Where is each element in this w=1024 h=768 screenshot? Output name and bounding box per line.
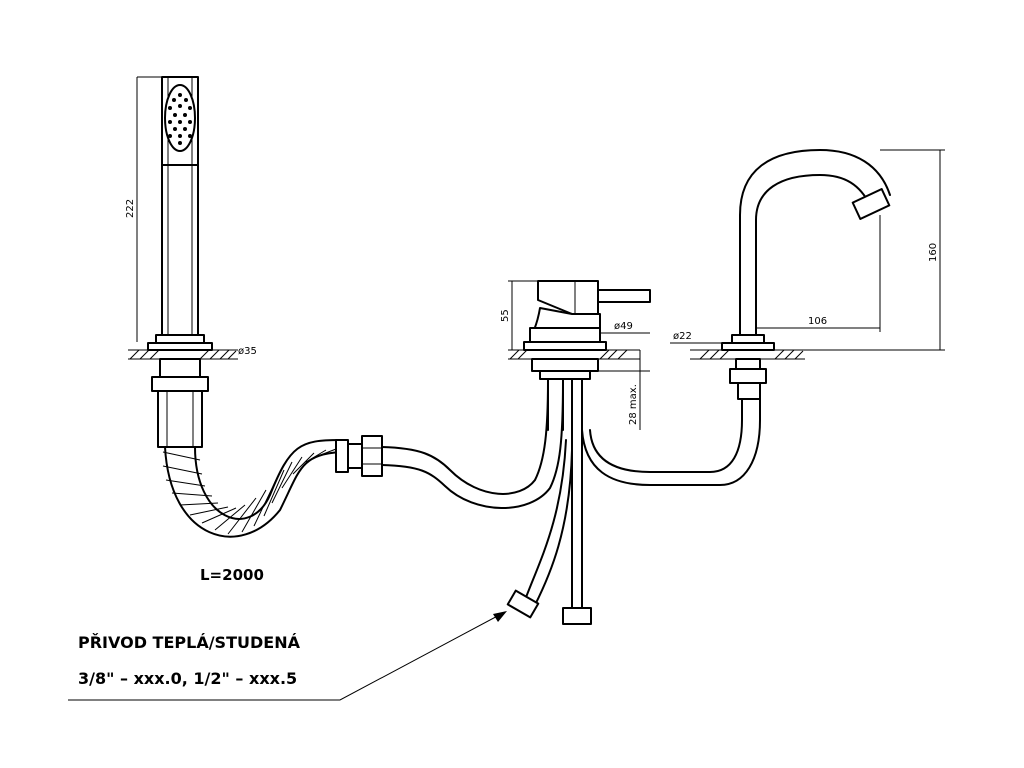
dim-55-label: 55: [500, 309, 511, 322]
dim-49-label: ø49: [614, 321, 633, 332]
shower-nozzles: [168, 93, 192, 145]
dim-160-label: 160: [928, 243, 939, 262]
supply-hoses: [506, 439, 592, 625]
spout: [721, 149, 891, 400]
dim-28max-label: 28 max.: [628, 384, 639, 425]
dim-shower-height: 222: [125, 76, 162, 342]
note-line-1: PŘIVOD TEPLÁ/STUDENÁ: [78, 633, 301, 652]
note-leader: [68, 611, 507, 701]
dim-mixer: 55 ø49 28 max.: [500, 280, 650, 430]
dim-222-label: 222: [125, 199, 136, 218]
mixer-lever: [597, 289, 651, 303]
hand-shower: [147, 76, 213, 448]
countertop-hatching: [128, 349, 805, 360]
shower-supply-pipe: [381, 379, 564, 509]
shower-hose: [162, 439, 341, 538]
mixer-body: [523, 280, 651, 611]
note-line-2: 3/8" – xxx.0, 1/2" – xxx.5: [78, 669, 297, 688]
spout-supply-pipe: [581, 397, 761, 486]
hose-length-label: L=2000: [200, 566, 264, 584]
dim-spout: ø22 106 160: [670, 149, 945, 351]
hose-connector: [335, 435, 383, 477]
dim-22-label: ø22: [673, 331, 692, 342]
dim-35-label: ø35: [238, 346, 257, 357]
dim-106-label: 106: [808, 316, 827, 327]
